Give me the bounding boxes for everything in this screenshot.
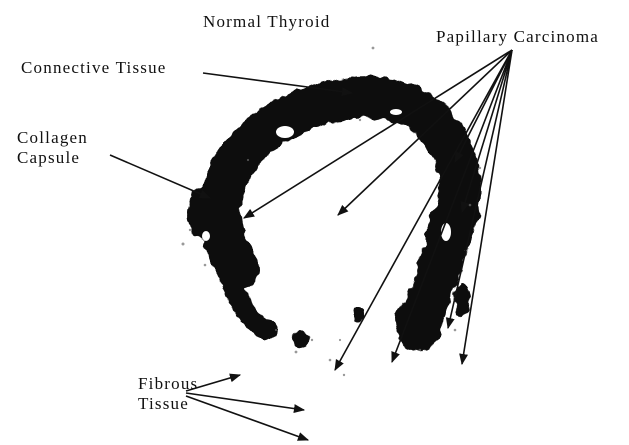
arrow-fibrous-2 (186, 393, 304, 410)
normal-thyroid-label: Normal Thyroid (203, 12, 330, 32)
collagen-capsule-label: Collagen Capsule (17, 128, 88, 168)
collagen-capsule-label-line-1: Collagen (17, 128, 88, 148)
tissue-ring (187, 97, 470, 350)
arrow-fibrous-3 (186, 396, 308, 440)
arrow-collagen-capsule (110, 155, 210, 198)
fibrous-tissue-label: Fibrous Tissue (138, 374, 198, 414)
fibrous-tissue-label-line-2: Tissue (138, 394, 198, 414)
connective-tissue-label: Connective Tissue (21, 58, 167, 78)
collagen-capsule-label-line-2: Capsule (17, 148, 88, 168)
papillary-carcinoma-label: Papillary Carcinoma (436, 27, 599, 47)
fibrous-tissue-label-line-1: Fibrous (138, 374, 198, 394)
